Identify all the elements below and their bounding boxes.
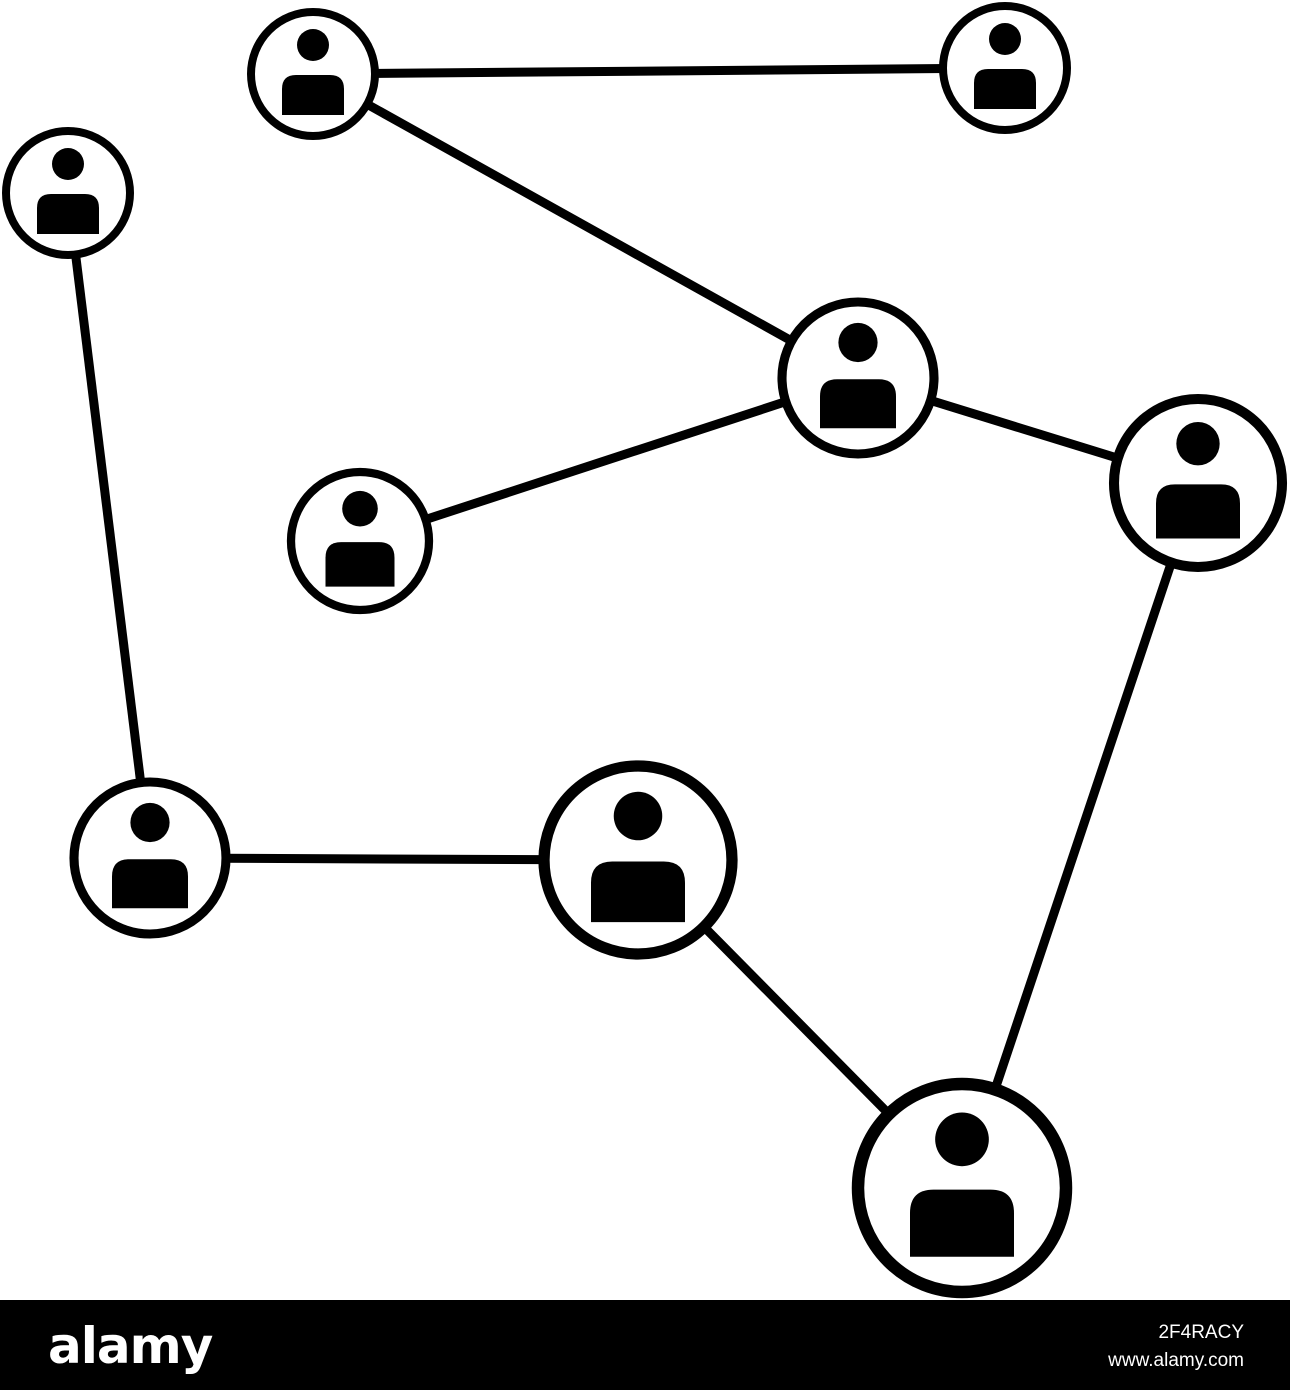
person-icon	[282, 29, 344, 115]
node-n3	[2, 127, 134, 259]
person-icon	[974, 23, 1036, 109]
node-n5	[286, 467, 434, 615]
person-icon	[820, 322, 896, 429]
node-n8	[538, 760, 738, 960]
edge-n4-n5	[358, 373, 860, 546]
edge-n1-n2	[312, 63, 1006, 79]
node-n9	[851, 1077, 1073, 1299]
person-icon	[1156, 422, 1240, 539]
network-diagram	[2, 2, 1288, 1299]
node-n2	[939, 2, 1071, 134]
edge-n1-n4	[310, 70, 861, 382]
person-icon	[112, 802, 188, 909]
person-icon	[591, 791, 685, 923]
image-id-label: 2F4RACY	[1158, 1322, 1244, 1343]
edge-n3-n7	[63, 192, 155, 859]
watermark-banner: alamy 2F4RACY www.alamy.com	[0, 1300, 1290, 1390]
person-icon	[910, 1112, 1014, 1257]
node-n6	[1108, 393, 1288, 573]
node-n4	[777, 297, 939, 459]
person-icon	[325, 490, 395, 587]
alamy-logo: alamy	[48, 1317, 213, 1375]
node-n1	[247, 8, 379, 140]
person-icon	[37, 148, 99, 234]
node-n7	[69, 777, 231, 939]
edge-n6-n9	[957, 481, 1203, 1190]
site-url-label: www.alamy.com	[1108, 1350, 1244, 1371]
